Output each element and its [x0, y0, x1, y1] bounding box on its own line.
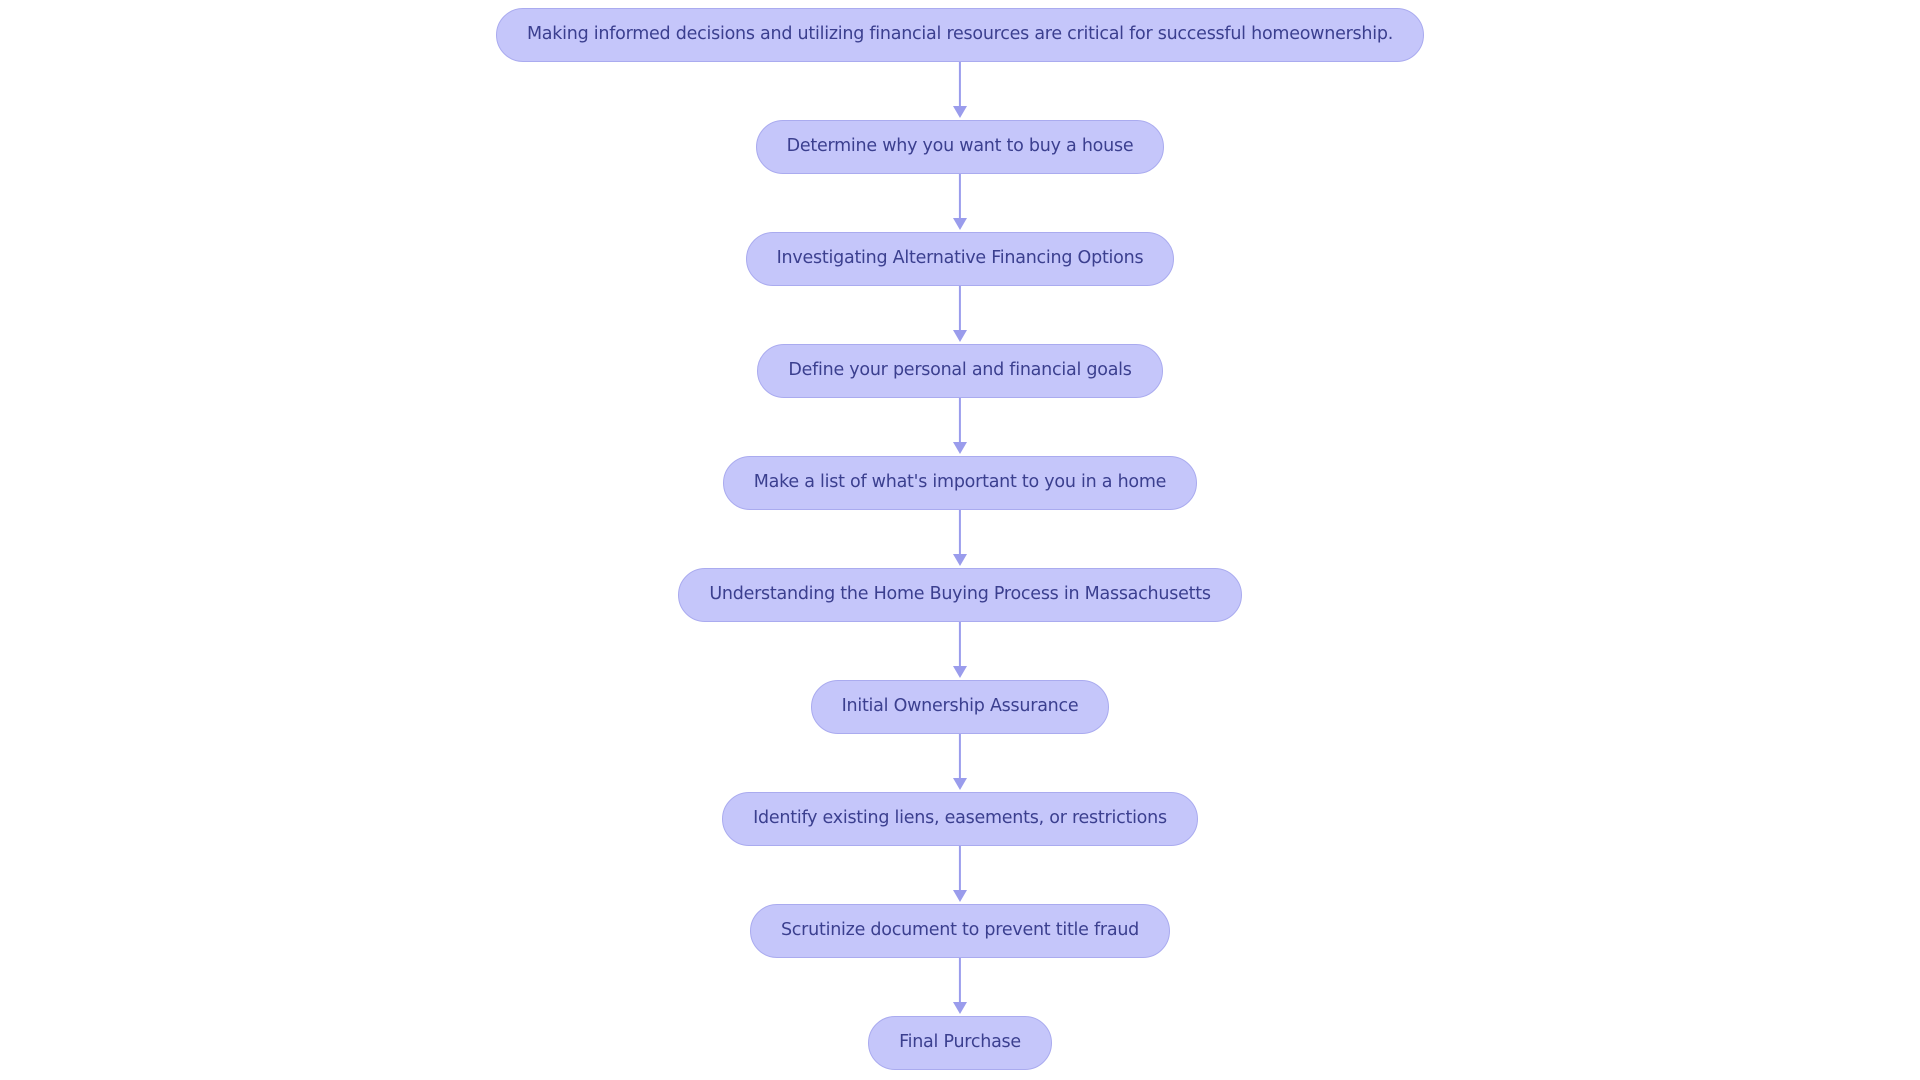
flowchart-node-label: Final Purchase — [899, 1032, 1021, 1053]
arrow-line — [958, 846, 962, 892]
flowchart-arrow-5-to-6 — [950, 510, 970, 568]
arrow-line — [958, 174, 962, 220]
arrow-line — [958, 958, 962, 1004]
flowchart-node-2[interactable]: Determine why you want to buy a house — [755, 120, 1165, 174]
flowchart-node-8[interactable]: Identify existing liens, easements, or r… — [722, 792, 1198, 846]
flowchart-node-3[interactable]: Investigating Alternative Financing Opti… — [745, 232, 1175, 286]
flowchart-arrow-4-to-5 — [950, 398, 970, 456]
flowchart-node-label: Identify existing liens, easements, or r… — [753, 808, 1167, 829]
arrow-head-down-icon — [953, 554, 967, 566]
arrow-head-down-icon — [953, 442, 967, 454]
flowchart-arrow-3-to-4 — [950, 286, 970, 344]
arrow-line — [958, 62, 962, 108]
flowchart-node-label: Scrutinize document to prevent title fra… — [780, 920, 1140, 941]
arrow-head-down-icon — [953, 666, 967, 678]
flowchart-node-5[interactable]: Make a list of what's important to you i… — [722, 456, 1198, 510]
flowchart-arrow-6-to-7 — [950, 622, 970, 680]
arrow-line — [958, 734, 962, 780]
flowchart-node-label: Initial Ownership Assurance — [841, 696, 1079, 717]
arrow-head-down-icon — [953, 778, 967, 790]
arrow-head-down-icon — [953, 330, 967, 342]
arrow-head-down-icon — [953, 218, 967, 230]
arrow-line — [958, 398, 962, 444]
flowchart-node-label: Determine why you want to buy a house — [786, 136, 1134, 157]
arrow-line — [958, 286, 962, 332]
arrow-head-down-icon — [953, 1002, 967, 1014]
flowchart-node-label: Investigating Alternative Financing Opti… — [776, 248, 1144, 269]
arrow-head-down-icon — [953, 890, 967, 902]
flowchart-arrow-9-to-10 — [950, 958, 970, 1016]
flowchart-node-6[interactable]: Understanding the Home Buying Process in… — [678, 568, 1242, 622]
flowchart-node-4[interactable]: Define your personal and financial goals — [757, 344, 1163, 398]
flowchart-arrow-1-to-2 — [950, 62, 970, 120]
arrow-head-down-icon — [953, 106, 967, 118]
flowchart-node-7[interactable]: Initial Ownership Assurance — [810, 680, 1110, 734]
flowchart-node-10[interactable]: Final Purchase — [868, 1016, 1052, 1070]
flowchart-node-label: Make a list of what's important to you i… — [753, 472, 1167, 493]
flowchart-node-label: Making informed decisions and utilizing … — [526, 24, 1394, 45]
flowchart-arrow-2-to-3 — [950, 174, 970, 232]
flowchart-node-label: Define your personal and financial goals — [788, 360, 1132, 381]
flowchart-arrow-7-to-8 — [950, 734, 970, 792]
arrow-line — [958, 622, 962, 668]
arrow-line — [958, 510, 962, 556]
flowchart-node-9[interactable]: Scrutinize document to prevent title fra… — [749, 904, 1171, 958]
flowchart-node-1[interactable]: Making informed decisions and utilizing … — [495, 8, 1425, 62]
flowchart-node-label: Understanding the Home Buying Process in… — [709, 584, 1211, 605]
flowchart-arrow-8-to-9 — [950, 846, 970, 904]
